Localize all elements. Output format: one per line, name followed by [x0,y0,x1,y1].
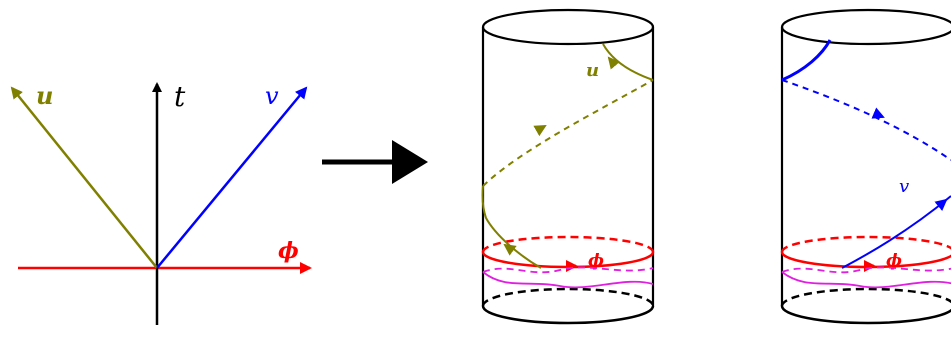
cylinder-left: ϕ u [481,8,655,325]
wave-front [482,271,654,289]
wave-back [781,266,951,274]
wave-front [781,271,951,289]
v-axis-label: v [265,82,279,110]
v-geodesic-front-upper [781,39,832,82]
cylinder-top-rim [481,8,655,46]
cylinder-right: ϕ v [780,8,951,325]
u-arrow-back [533,125,547,137]
phi-circle-back [780,235,951,253]
cylinder-bottom-front [481,305,655,325]
u-geodesic-back [482,79,654,187]
cylinder-bottom-front [780,305,951,325]
phi-circle-front [481,251,655,269]
cylinder-bottom-back [780,287,951,307]
u-geodesic-front-lower [481,185,542,269]
u-axis [10,86,158,269]
cylinder-top-rim [780,8,951,46]
cylinder-bottom-back [481,287,655,307]
transform-arrow [322,140,428,184]
wave-back [482,266,654,274]
phi-axis-label: ϕ [278,238,299,264]
t-axis-label: t [174,80,186,113]
v-arrow-lower [934,198,948,212]
axes-diagram: u t v ϕ [10,80,312,325]
u-axis-label: u [36,81,53,110]
u-label: u [586,60,599,81]
u-arrow-lower [503,243,517,256]
v-geodesic-back [781,79,951,161]
v-axis [156,86,308,269]
u-arrow-upper [607,56,621,70]
v-label: v [899,176,909,197]
phi-label: ϕ [588,251,604,271]
phi-label: ϕ [886,251,902,271]
u-geodesic-front-upper [602,43,654,81]
v-arrow-back [871,107,885,119]
